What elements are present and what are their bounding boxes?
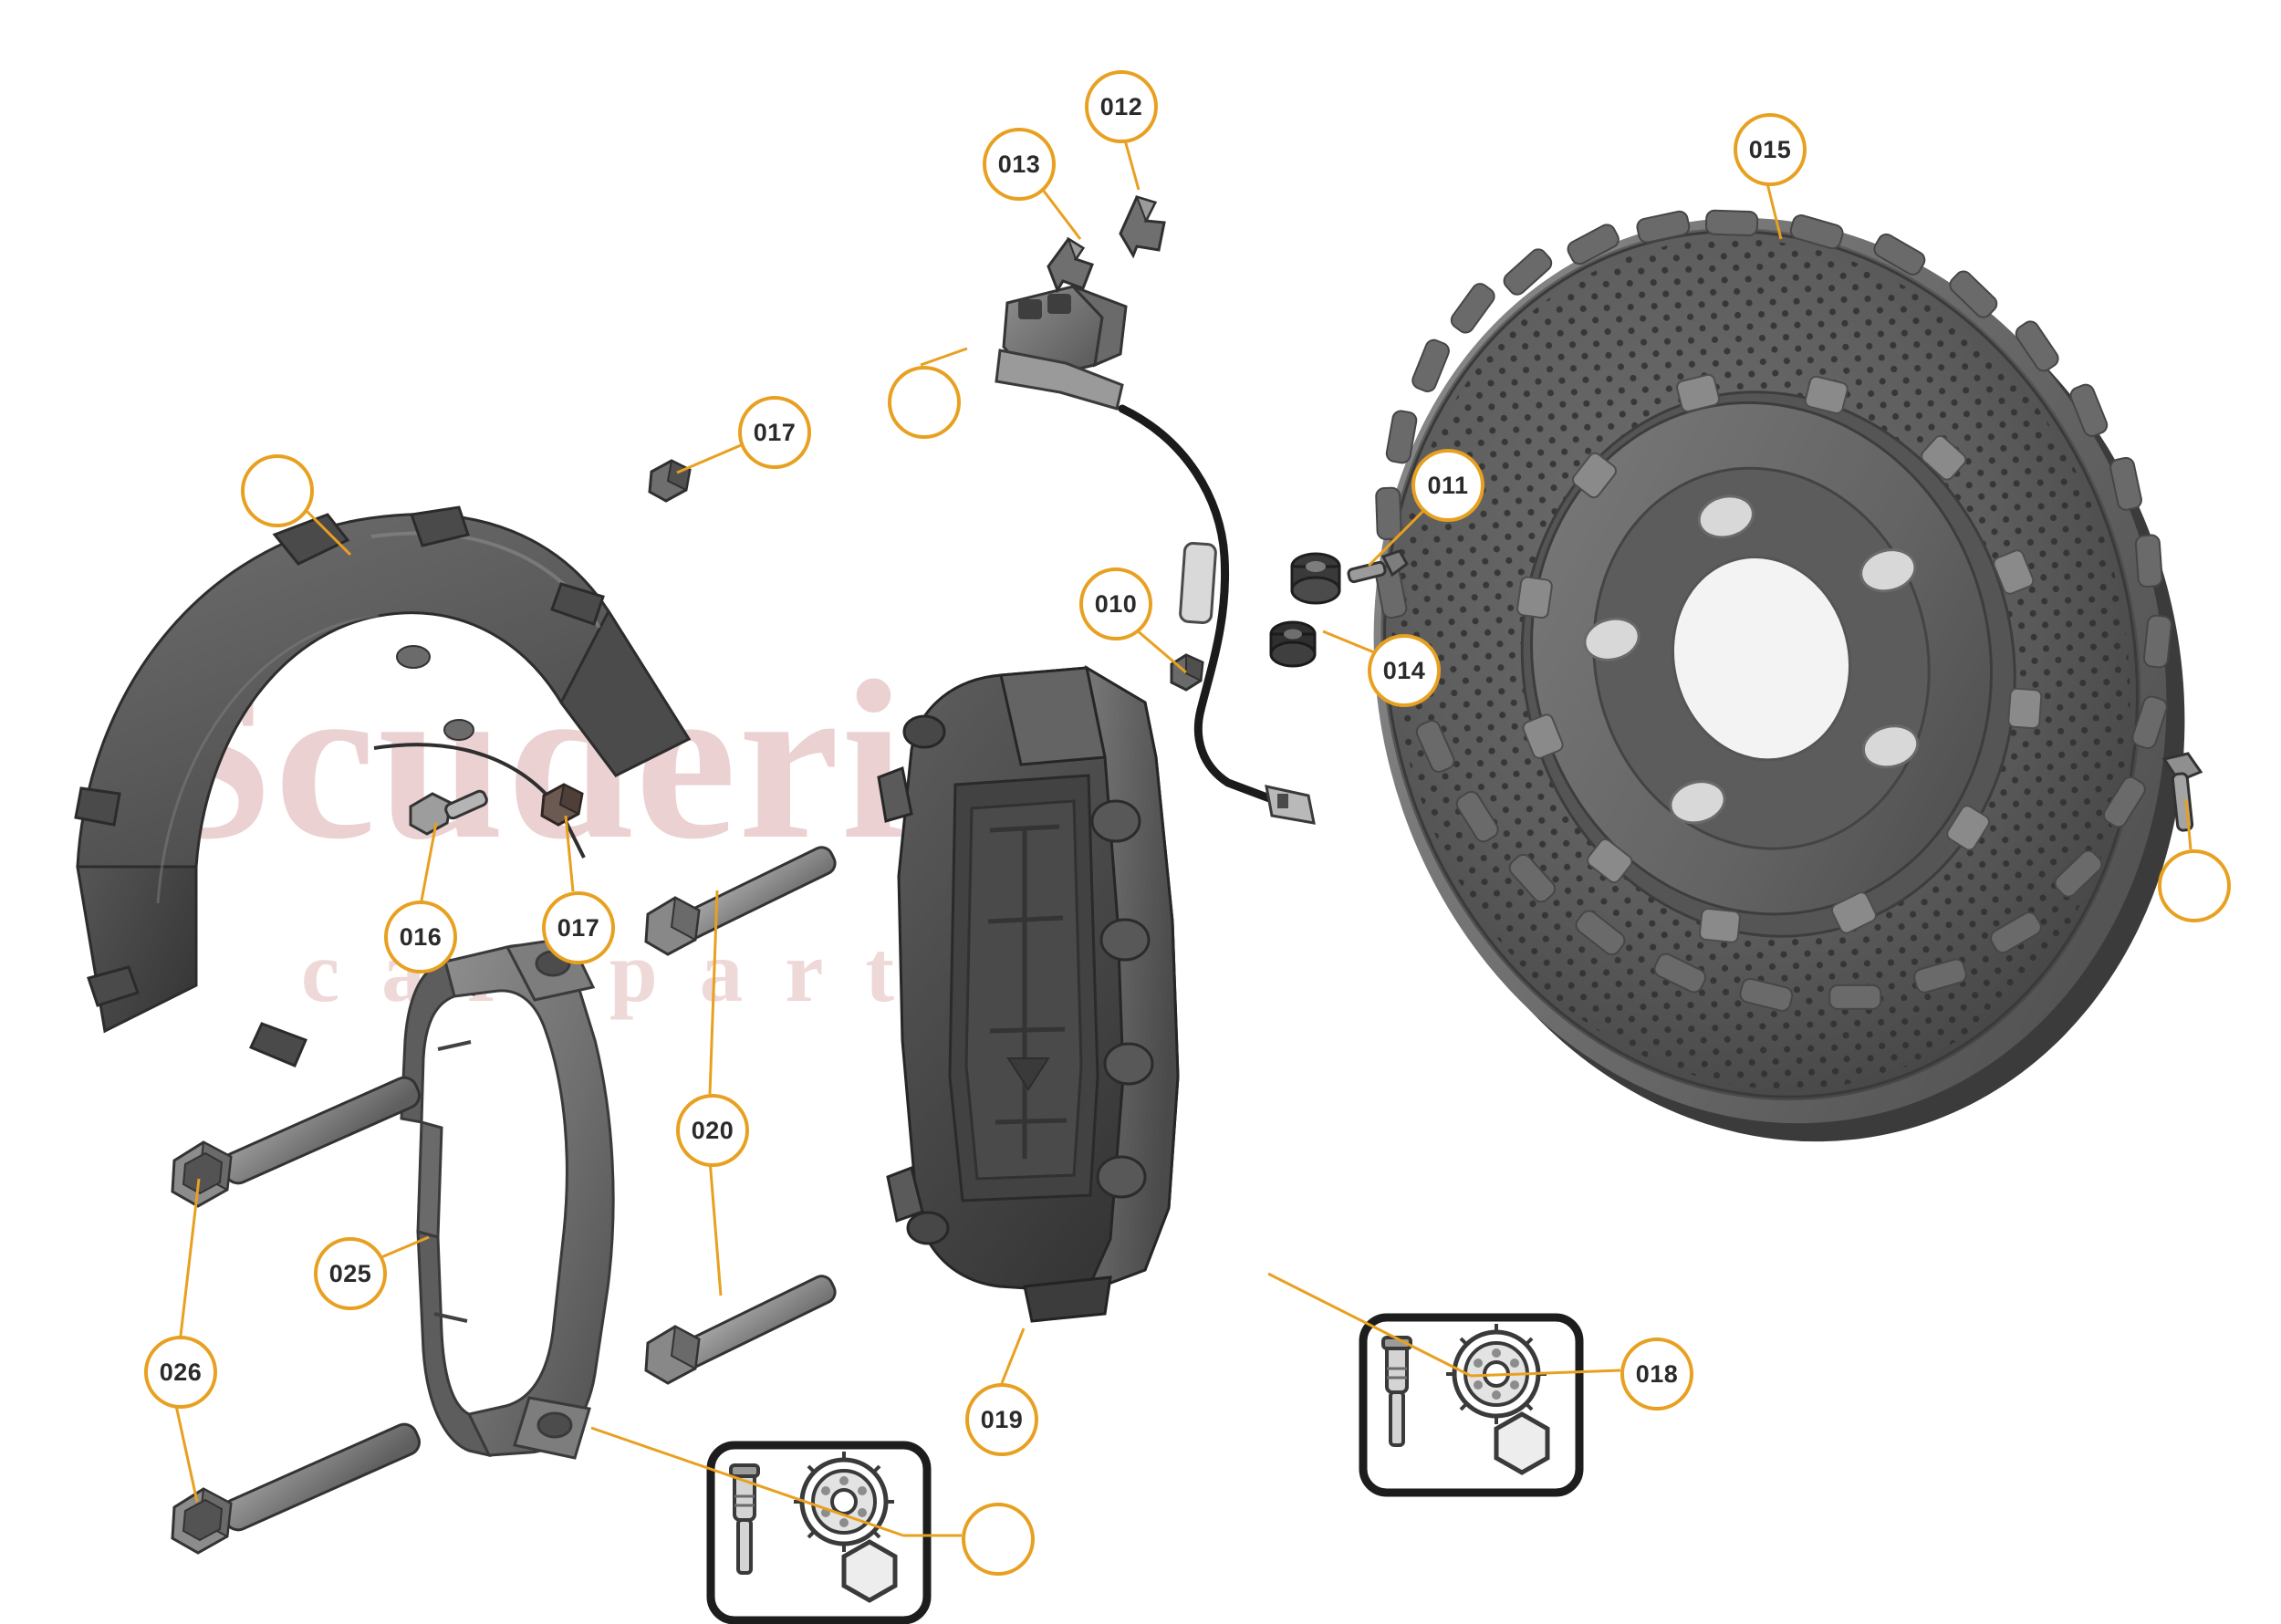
callout-025[interactable]: 026: [144, 1336, 217, 1409]
callout-014[interactable]: 014: [1368, 634, 1441, 707]
part-cable-grommet-upper: [1277, 543, 1359, 616]
part-brake-disc: [1359, 192, 2235, 1168]
callout-label: 018: [1635, 1359, 1679, 1388]
callout-label: 011: [1427, 471, 1469, 499]
callout-010[interactable]: 010: [1079, 567, 1152, 640]
callout-012[interactable]: 012: [1085, 70, 1158, 143]
callout-011[interactable]: 011: [1411, 449, 1484, 522]
callout-018[interactable]: 018: [1620, 1338, 1693, 1411]
callout-013[interactable]: 013: [983, 128, 1056, 201]
callout-label: 014: [1382, 656, 1426, 684]
callout-020[interactable]: 020: [676, 1094, 749, 1167]
callout-label: 026: [159, 1358, 203, 1386]
callout-026[interactable]: [962, 1503, 1035, 1576]
part-retaining-clip-012: [1104, 182, 1186, 265]
part-retaining-clip-013: [1036, 219, 1118, 301]
part-bolt-016: [401, 781, 502, 854]
callout-label: 015: [1748, 135, 1792, 163]
part-bolt-017-lower: [531, 776, 604, 839]
callout-021[interactable]: [241, 454, 314, 527]
callout-017-upper[interactable]: 017: [738, 396, 811, 469]
part-brake-caliper: [871, 648, 1282, 1323]
part-caliper-bolt-lower: [630, 1259, 867, 1396]
callout-label: 016: [399, 922, 443, 951]
part-cable-grommet-lower: [1255, 616, 1337, 680]
callout-label: 012: [1099, 92, 1143, 120]
callout-label: 019: [980, 1405, 1024, 1433]
part-bolt-011: [1339, 546, 1412, 600]
callout-023[interactable]: [2158, 849, 2231, 922]
callout-label: 020: [691, 1116, 734, 1144]
callout-016[interactable]: 016: [384, 900, 457, 973]
callout-024[interactable]: 025: [314, 1237, 387, 1310]
callout-label: 010: [1094, 589, 1138, 618]
part-bolt-010: [1161, 648, 1215, 698]
part-bolt-017-upper: [639, 452, 712, 515]
callout-019[interactable]: 019: [965, 1383, 1038, 1456]
service-kit-icon-018[interactable]: [1359, 1313, 1584, 1497]
callout-015[interactable]: 015: [1734, 113, 1807, 186]
part-brake-dust-shield: [50, 474, 771, 1077]
part-long-bolt-upper: [160, 1058, 452, 1213]
part-long-bolt-lower: [160, 1405, 452, 1560]
callout-022[interactable]: [888, 366, 961, 439]
callout-label: 017: [557, 913, 600, 942]
part-pad-wear-sensor: [976, 283, 1359, 848]
callout-label: 025: [328, 1259, 372, 1287]
callout-label: 013: [997, 150, 1041, 178]
callout-017-lower[interactable]: 017: [542, 891, 615, 964]
callout-label: 017: [753, 418, 797, 446]
